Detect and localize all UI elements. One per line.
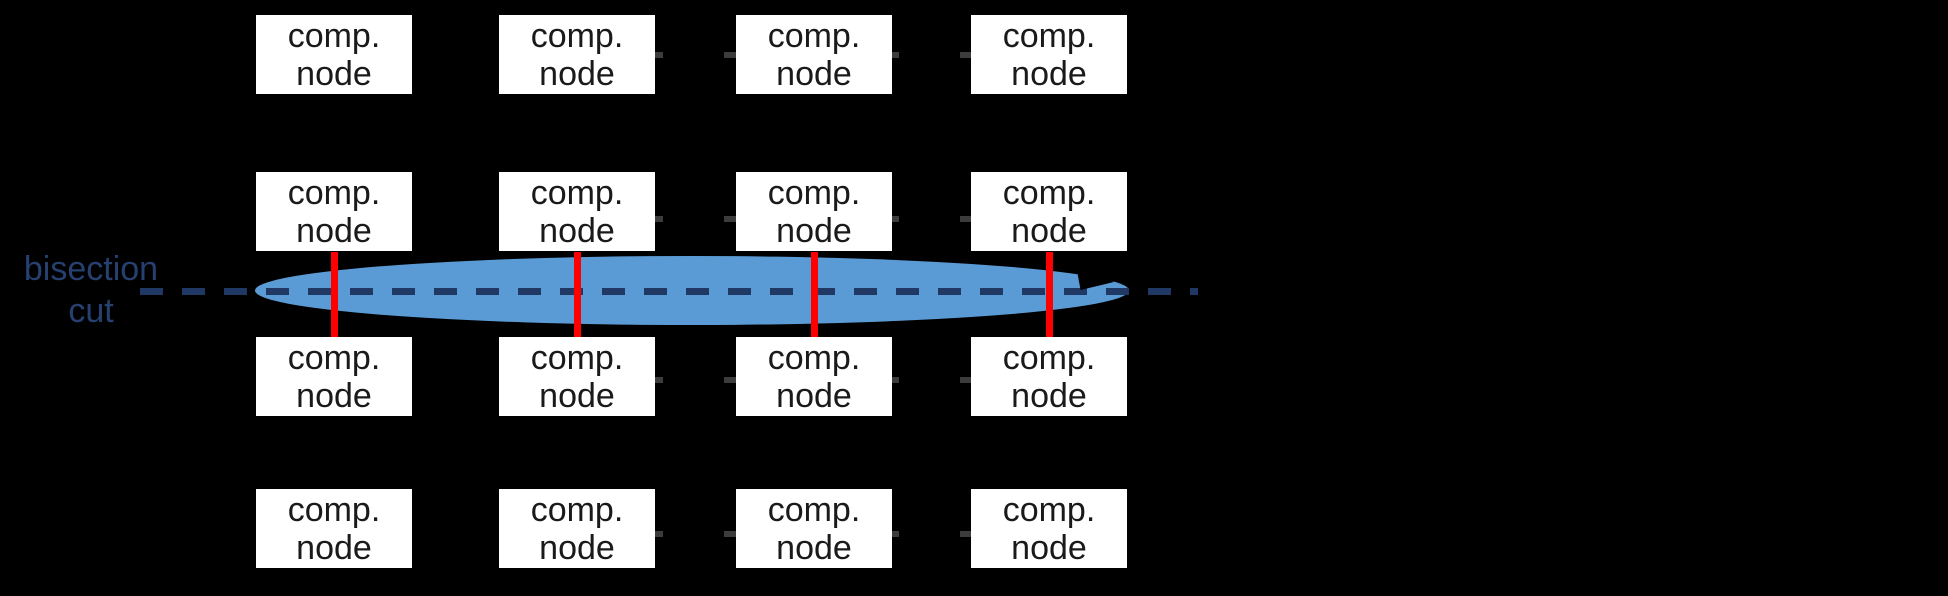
link-stub xyxy=(887,216,899,222)
comp-node-label: comp. node xyxy=(530,490,624,567)
comp-node: comp. node xyxy=(499,15,655,94)
comp-node-label: comp. node xyxy=(1002,173,1096,250)
comp-node: comp. node xyxy=(971,172,1127,251)
comp-node: comp. node xyxy=(736,15,892,94)
link-stub xyxy=(724,531,736,537)
comp-node: comp. node xyxy=(971,337,1127,416)
comp-node-label: comp. node xyxy=(287,16,381,93)
comp-node: comp. node xyxy=(499,337,655,416)
link-stub xyxy=(724,377,736,383)
crossing-link-red xyxy=(574,252,581,337)
link-stub xyxy=(651,216,663,222)
link-stub xyxy=(960,216,972,222)
crossing-link-red xyxy=(1046,252,1053,337)
link-stub xyxy=(960,377,972,383)
link-stub xyxy=(887,531,899,537)
comp-node: comp. node xyxy=(256,15,412,94)
link-stub xyxy=(887,52,899,58)
link-stub xyxy=(960,52,972,58)
comp-node-label: comp. node xyxy=(767,490,861,567)
link-stub xyxy=(724,52,736,58)
comp-node: comp. node xyxy=(256,172,412,251)
comp-node-label: comp. node xyxy=(287,173,381,250)
comp-node-label: comp. node xyxy=(530,173,624,250)
comp-node: comp. node xyxy=(736,489,892,568)
link-stub xyxy=(651,377,663,383)
comp-node-label: comp. node xyxy=(1002,490,1096,567)
link-stub xyxy=(724,216,736,222)
comp-node: comp. node xyxy=(736,172,892,251)
link-stub xyxy=(651,52,663,58)
bisection-cut-label-line2: cut xyxy=(68,292,114,330)
bisection-cut-dashed-line xyxy=(140,288,1198,295)
crossing-link-red xyxy=(331,252,338,337)
comp-node: comp. node xyxy=(499,489,655,568)
comp-node: comp. node xyxy=(256,489,412,568)
comp-node: comp. node xyxy=(499,172,655,251)
bisection-cut-label-line1: bisection xyxy=(23,250,159,288)
link-stub xyxy=(960,531,972,537)
link-stub xyxy=(651,531,663,537)
bisection-cut-label: bisection cut xyxy=(10,248,172,332)
comp-node-label: comp. node xyxy=(767,16,861,93)
crossing-link-red xyxy=(811,252,818,337)
comp-node: comp. node xyxy=(736,337,892,416)
comp-node-label: comp. node xyxy=(530,338,624,415)
comp-node: comp. node xyxy=(256,337,412,416)
link-stub xyxy=(887,377,899,383)
comp-node-label: comp. node xyxy=(1002,338,1096,415)
comp-node-label: comp. node xyxy=(287,338,381,415)
comp-node-label: comp. node xyxy=(530,16,624,93)
comp-node-label: comp. node xyxy=(767,173,861,250)
comp-node: comp. node xyxy=(971,489,1127,568)
comp-node-label: comp. node xyxy=(287,490,381,567)
comp-node-label: comp. node xyxy=(767,338,861,415)
comp-node-label: comp. node xyxy=(1002,16,1096,93)
comp-node: comp. node xyxy=(971,15,1127,94)
